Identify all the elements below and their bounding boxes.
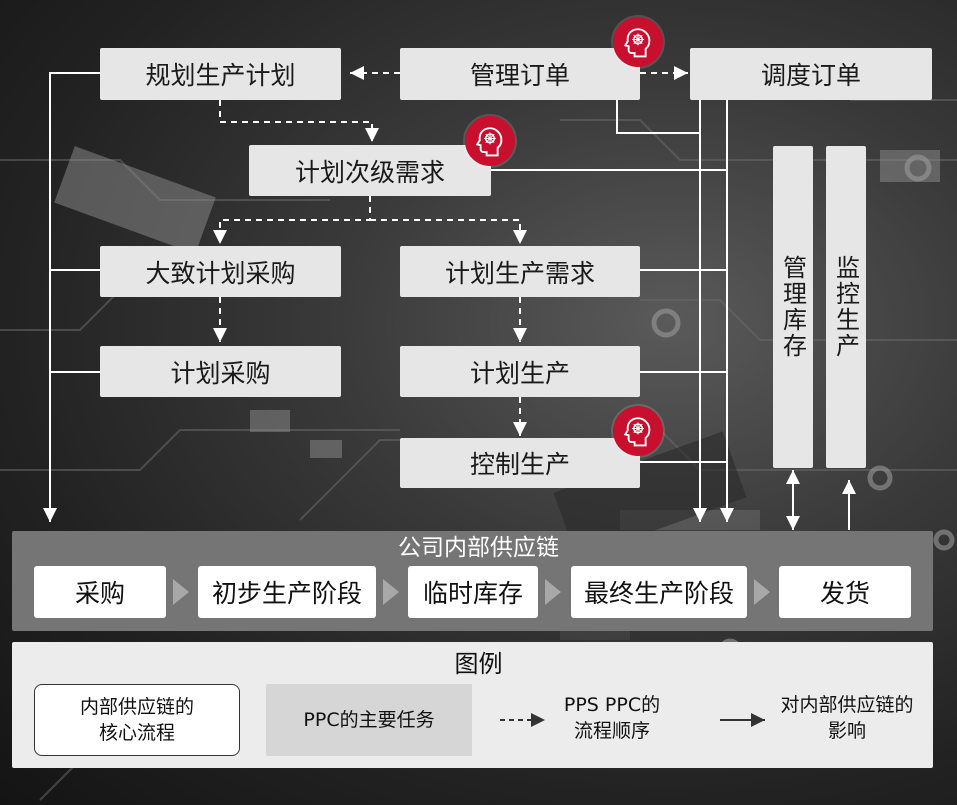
step-shipping: 发货 [779, 566, 911, 618]
chevron-right-icon [383, 579, 399, 605]
task-control-production: 控制生产 [400, 438, 640, 488]
legend-sequence-line2: 流程顺序 [573, 720, 650, 742]
step-procurement: 采购 [34, 566, 166, 618]
supply-chain-title: 公司内部供应链 [398, 535, 559, 561]
task-plan-production-demand: 计划生产需求 [400, 246, 640, 297]
legend-impact-line1: 对内部供应链的 [780, 694, 914, 716]
task-rough-procurement-plan: 大致计划采购 [100, 246, 341, 297]
chevron-right-icon [173, 579, 189, 605]
step-temporary-inventory: 临时库存 [408, 566, 538, 618]
task-plan-procurement: 计划采购 [100, 346, 341, 397]
ai-head-icon [623, 417, 651, 447]
ai-head-icon [475, 127, 503, 157]
legend-core-process-line1: 内部供应链的 [79, 696, 194, 718]
chevron-right-icon [754, 579, 770, 605]
legend-sequence: PPS PPC的 流程顺序 [542, 692, 682, 744]
ai-head-icon [465, 116, 515, 166]
legend-core-process-line2: 核心流程 [98, 722, 175, 744]
task-schedule-orders: 调度订单 [690, 48, 932, 100]
ai-head-icon [623, 28, 651, 58]
chevron-right-icon [545, 579, 561, 605]
legend-impact-line2: 影响 [827, 720, 866, 742]
task-plan-production-plan: 规划生产计划 [100, 48, 341, 100]
legend-impact: 对内部供应链的 影响 [762, 692, 932, 744]
legend-title: 图例 [454, 650, 503, 678]
task-monitor-production: 监控生产 [826, 146, 866, 468]
task-manage-inventory: 管理库存 [773, 146, 813, 468]
task-manage-orders: 管理订单 [400, 48, 640, 100]
step-final-production: 最终生产阶段 [571, 566, 747, 618]
legend-main-tasks: PPC的主要任务 [266, 684, 472, 756]
task-plan-production: 计划生产 [400, 346, 640, 397]
legend-sequence-line1: PPS PPC的 [563, 694, 661, 716]
legend-core-process: 内部供应链的 核心流程 [34, 684, 240, 756]
step-initial-production: 初步生产阶段 [198, 566, 376, 618]
task-plan-secondary-demand: 计划次级需求 [249, 145, 491, 196]
ai-head-icon [613, 406, 663, 456]
ai-head-icon [613, 17, 663, 67]
